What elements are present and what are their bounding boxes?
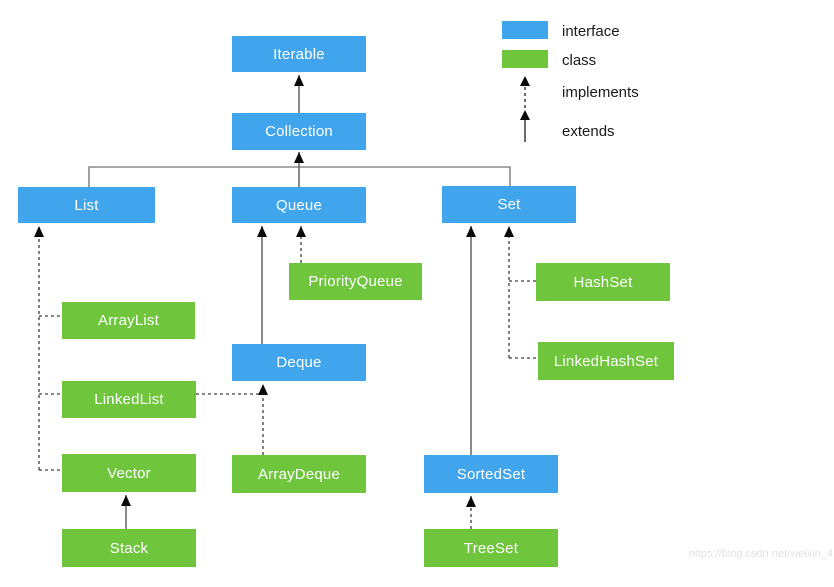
- extends-arrow-icon: [520, 110, 530, 142]
- edge-tree-connector: [88, 166, 511, 187]
- legend-label-class: class: [562, 52, 597, 69]
- interface-swatch: [502, 21, 548, 39]
- implements-arrow-icon: [520, 76, 530, 108]
- class-swatch: [502, 50, 548, 68]
- legend-label-interface: interface: [562, 23, 620, 40]
- node-vector: Vector: [62, 454, 196, 492]
- node-sortedset: SortedSet: [424, 455, 558, 493]
- node-linkedhashset: LinkedHashSet: [538, 342, 674, 380]
- node-collection: Collection: [232, 113, 366, 150]
- node-queue: Queue: [232, 187, 366, 223]
- node-list: List: [18, 187, 155, 223]
- node-deque: Deque: [232, 344, 366, 381]
- node-priorityqueue: PriorityQueue: [289, 263, 422, 300]
- node-hashset: HashSet: [536, 263, 670, 301]
- node-stack: Stack: [62, 529, 196, 567]
- node-iterable: Iterable: [232, 36, 366, 72]
- node-linkedlist: LinkedList: [62, 381, 196, 418]
- node-arraylist: ArrayList: [62, 302, 195, 339]
- legend-label-implements: implements: [562, 84, 639, 101]
- legend-label-extends: extends: [562, 123, 615, 140]
- node-arraydeque: ArrayDeque: [232, 455, 366, 493]
- node-treeset: TreeSet: [424, 529, 558, 567]
- watermark: https://blog.csdn.net/weixin_4: [688, 548, 833, 560]
- node-set: Set: [442, 186, 576, 223]
